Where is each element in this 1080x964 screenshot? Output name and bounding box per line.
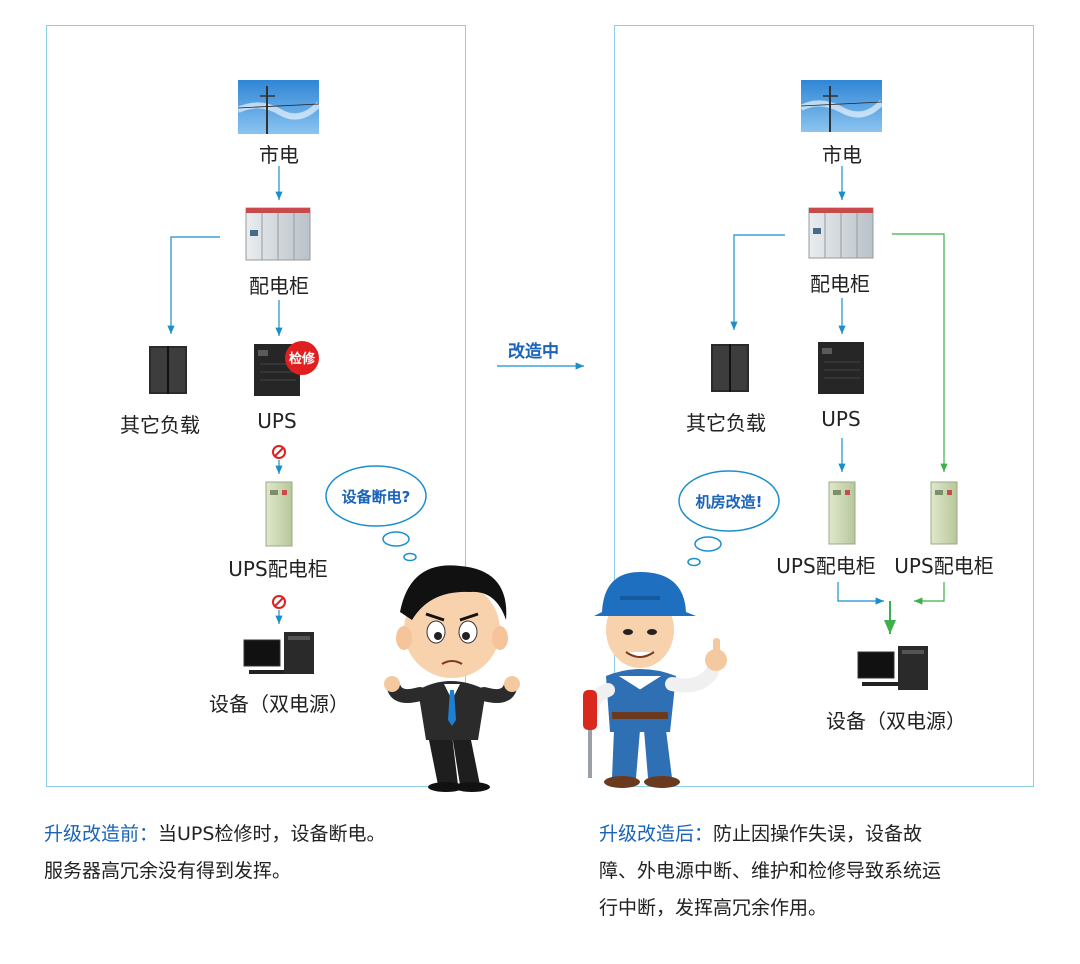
other-load-server-icon <box>711 344 749 392</box>
ups-icon <box>818 342 864 394</box>
confused-businessman-illustration <box>384 565 520 792</box>
ups-cabinet-icon <box>265 481 293 547</box>
other-load-label: 其它负载 <box>120 413 200 437</box>
power-grid-icon <box>799 80 885 132</box>
after-panel <box>614 25 1034 787</box>
grid-label: 市电 <box>259 143 299 167</box>
after-caption: 升级改造后：防止因操作失误，设备故 障、外电源中断、维护和检修导致系统运 行中断… <box>599 816 1039 927</box>
ups-cabinet-2-label: UPS配电柜 <box>894 554 994 578</box>
ups-cabinet-label: UPS配电柜 <box>228 557 328 581</box>
after-caption-title: 升级改造后： <box>599 823 714 845</box>
ups-cabinet-icon <box>828 481 856 545</box>
distribution-cabinet-icon <box>808 207 874 259</box>
ups-cabinet-icon <box>930 481 958 545</box>
power-grid-icon <box>236 80 322 134</box>
cabinet-label: 配电柜 <box>249 274 309 298</box>
grid-label: 市电 <box>822 143 862 167</box>
maintenance-badge <box>285 341 319 375</box>
cabinet-label: 配电柜 <box>810 272 870 296</box>
computer-icon <box>857 646 928 690</box>
ups-label: UPS <box>257 409 297 433</box>
ups-cabinet-1-label: UPS配电柜 <box>776 554 876 578</box>
device-label: 设备（双电源） <box>209 692 349 716</box>
ups-label: UPS <box>821 407 861 431</box>
blocked-icon <box>272 595 286 609</box>
device-label: 设备（双电源） <box>826 709 966 733</box>
before-caption-line1: 当UPS检修时，设备断电。 <box>158 823 386 845</box>
transition-label: 改造中 <box>508 342 559 362</box>
before-caption: 升级改造前：当UPS检修时，设备断电。 服务器高冗余没有得到发挥。 <box>44 816 484 890</box>
before-panel <box>46 25 466 787</box>
thought-bubble <box>678 470 780 567</box>
bubble-text: 机房改造! <box>695 493 763 511</box>
thought-bubble <box>325 465 427 562</box>
after-caption-line2: 障、外电源中断、维护和检修导致系统运 <box>599 860 942 882</box>
worker-thumbs-up-illustration <box>583 572 727 788</box>
maintenance-badge-label: 检修 <box>288 352 315 367</box>
after-caption-line3: 行中断，发挥高冗余作用。 <box>599 897 828 919</box>
bubble-text: 设备断电? <box>341 488 411 506</box>
before-caption-title: 升级改造前： <box>44 823 159 845</box>
before-caption-line2: 服务器高冗余没有得到发挥。 <box>44 860 292 882</box>
computer-icon <box>243 632 314 674</box>
other-load-label: 其它负载 <box>686 411 766 435</box>
after-caption-line1: 防止因操作失误，设备故 <box>713 823 923 845</box>
blocked-icon <box>272 445 286 459</box>
distribution-cabinet-icon <box>245 207 311 261</box>
other-load-server-icon <box>149 346 187 394</box>
